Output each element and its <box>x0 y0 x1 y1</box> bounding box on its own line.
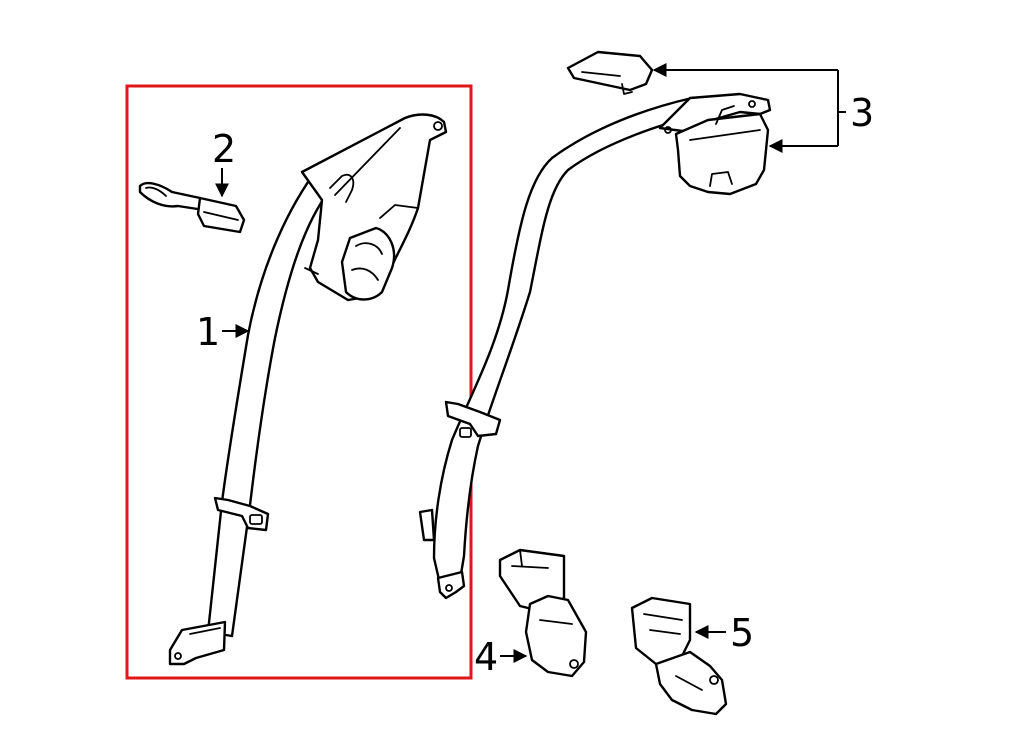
callout-5: 5 <box>730 611 754 655</box>
right-buckle-assembly-icon <box>630 596 728 716</box>
highlight-box <box>125 84 473 680</box>
callout-2: 2 <box>212 127 236 171</box>
center-buckle-assembly-icon <box>498 548 588 678</box>
callout-4: 4 <box>474 635 498 679</box>
callout-1: 1 <box>196 310 220 354</box>
right-rear-seat-belt-retractor-and-cover-icon <box>418 50 772 600</box>
callout-3: 3 <box>850 91 874 135</box>
left-rear-seat-belt-assembly-icon <box>168 113 448 666</box>
seat-belt-buckle-latch-icon <box>138 181 246 234</box>
callout-leaders <box>215 63 846 663</box>
